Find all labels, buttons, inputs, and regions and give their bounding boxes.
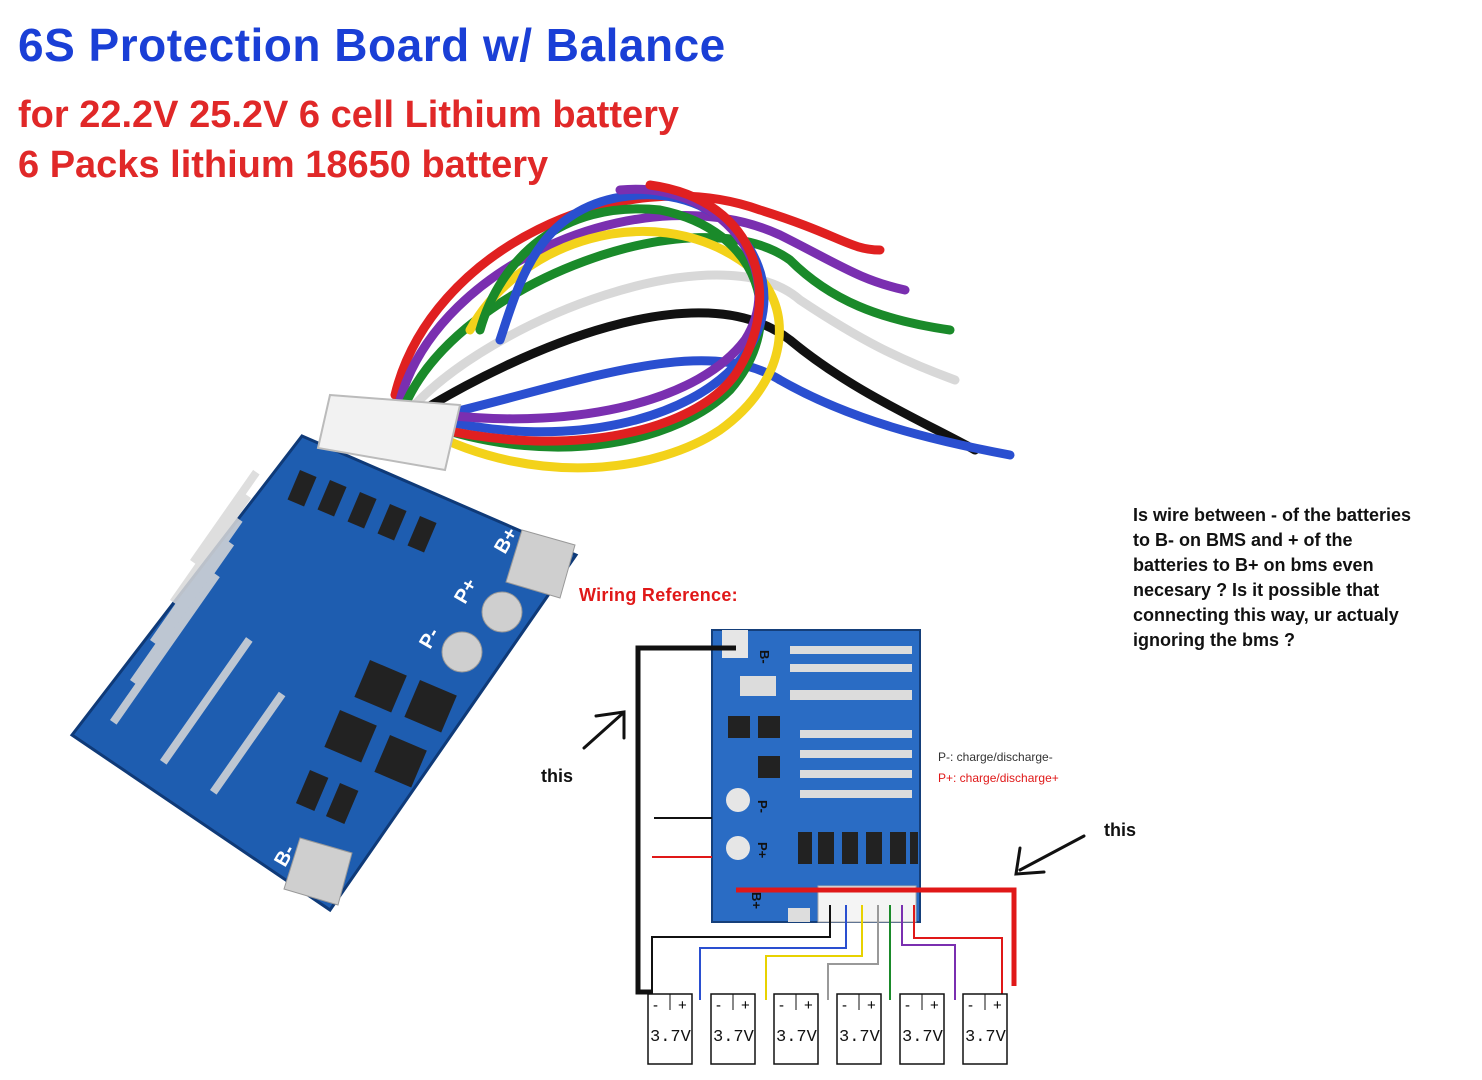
cell-positive-terminal: + — [678, 997, 687, 1014]
cell-negative-terminal: - — [779, 997, 784, 1014]
cell-voltage-label: 3.7V — [776, 1028, 818, 1047]
annotation-arrows — [582, 710, 1086, 876]
arrow-left-label: this — [541, 766, 574, 786]
cell-voltage-label: 3.7V — [965, 1028, 1007, 1047]
battery-cells — [647, 993, 1008, 1065]
arrow-left-icon — [582, 712, 624, 750]
cell-positive-terminal: + — [867, 997, 876, 1014]
cell-voltage-label: 3.7V — [713, 1028, 755, 1047]
arrow-right-label: this — [1104, 820, 1137, 840]
svg-text:B+: B+ — [749, 892, 764, 909]
question-note: Is wire between - of the batteries to B-… — [1133, 505, 1412, 650]
cell-negative-terminal: - — [968, 997, 973, 1014]
legend-p-plus: P+: charge/discharge+ — [938, 771, 1059, 785]
arrow-right-icon — [1018, 834, 1086, 872]
cell-positive-terminal: + — [930, 997, 939, 1014]
page-title: 6S Protection Board w/ Balance — [18, 19, 726, 71]
cell-voltage-label: 3.7V — [902, 1028, 944, 1047]
pcb-board: B+ P+ P- B- T — [69, 393, 579, 913]
cell-voltage-label: 3.7V — [650, 1028, 692, 1047]
wiring-diagram: B- P- P+ B+ — [582, 629, 1086, 1065]
subtitle-voltage: for 22.2V 25.2V 6 cell Lithium battery — [18, 94, 680, 136]
legend-p-minus: P-: charge/discharge- — [938, 750, 1053, 764]
cell-negative-terminal: - — [653, 997, 658, 1014]
cell-negative-terminal: - — [716, 997, 721, 1014]
svg-text:B-: B- — [757, 650, 772, 664]
cell-voltage-label: 3.7V — [839, 1028, 881, 1047]
svg-text:P+: P+ — [755, 842, 770, 859]
cell-positive-terminal: + — [804, 997, 813, 1014]
subtitle-packs: 6 Packs lithium 18650 battery — [18, 144, 549, 186]
cell-negative-terminal: - — [842, 997, 847, 1014]
wiring-reference-title: Wiring Reference: — [579, 585, 738, 605]
svg-text:P-: P- — [755, 800, 770, 813]
svg-text:T: T — [495, 488, 520, 510]
cell-positive-terminal: + — [741, 997, 750, 1014]
balance-wires — [390, 180, 1015, 473]
cell-negative-terminal: - — [905, 997, 910, 1014]
cell-positive-terminal: + — [993, 997, 1002, 1014]
